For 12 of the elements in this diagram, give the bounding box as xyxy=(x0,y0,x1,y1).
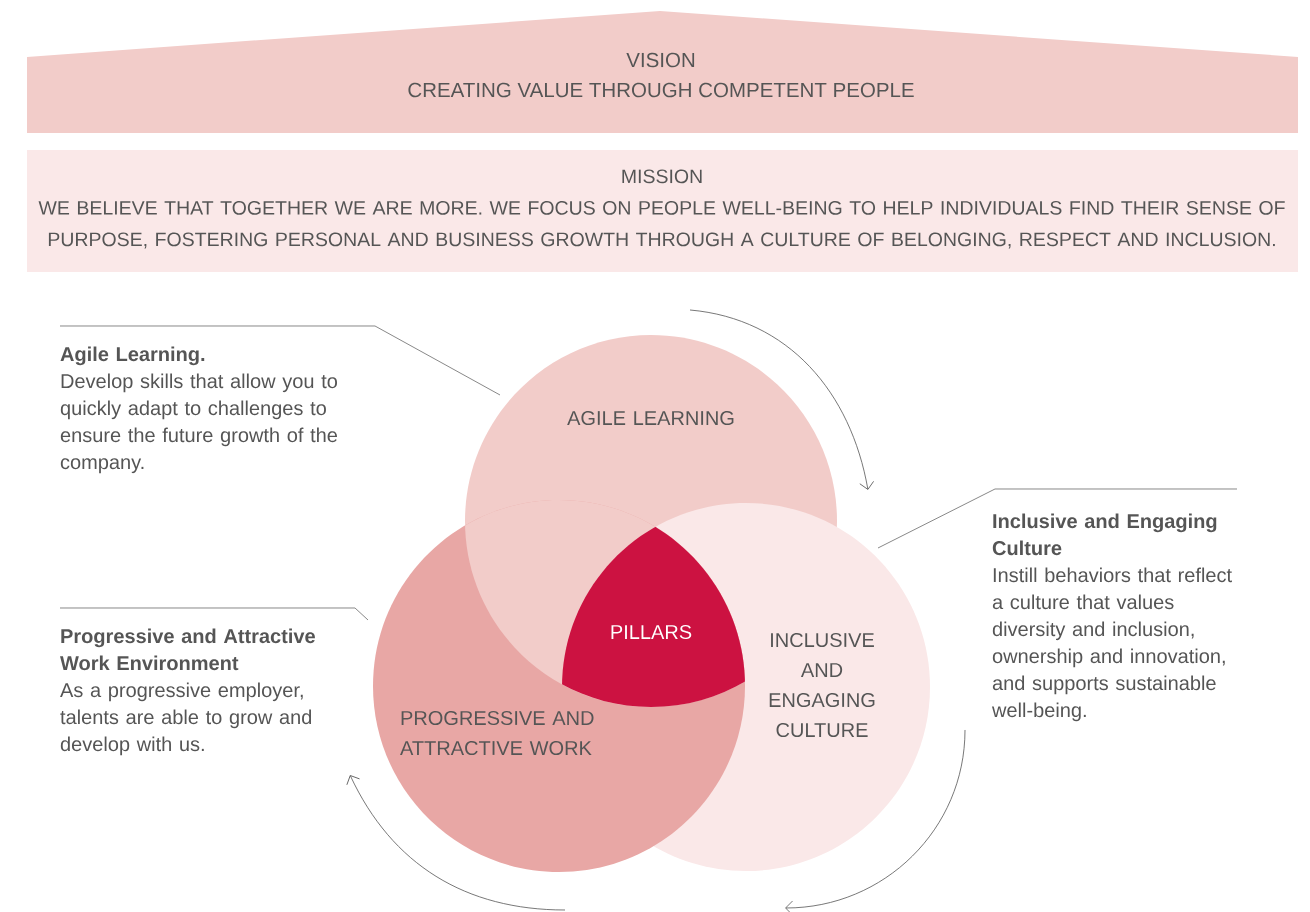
leader-line xyxy=(877,488,1238,549)
description-text: Progressive and Attractive Work Environment As a progressive employer, talents are able to grow and develop with us. xyxy=(60,628,315,756)
leader-line xyxy=(59,607,369,621)
mission-box: MISSION WE BELIEVE THAT TOGETHER WE ARE MORE. WE FOCUS ON PEOPLE WELL-BEING TO HELP INDIVIDUALS FIND THEIR SENSE OF PURPOSE, FOSTERING PERSONAL AND BUSINESS GROWTH THROUGH A CULTURE OF BELONGING, RESPECT AND INCLUSION. xyxy=(27,150,1298,272)
circle-label: PILLARS xyxy=(611,624,692,640)
circle-label: PROGRESSIVE AND ATTRACTIVE WORK xyxy=(400,710,594,756)
description-text: Agile Learning. Develop skills that allow you to quickly adapt to challenges to ensure the future growth of the company. xyxy=(60,346,337,474)
circle-label: AGILE LEARNING xyxy=(567,410,734,426)
description-text: Inclusive and Engaging Culture Instill behaviors that reflect a culture that values diversity and inclusion, ownership and innovation, and supports sustainable well-being. xyxy=(991,513,1232,722)
leader-line xyxy=(59,325,501,396)
vision-banner: VISION CREATING VALUE THROUGH COMPETENT PEOPLE xyxy=(27,11,1298,133)
circle-label: INCLUSIVE AND ENGAGING CULTURE xyxy=(769,632,875,738)
